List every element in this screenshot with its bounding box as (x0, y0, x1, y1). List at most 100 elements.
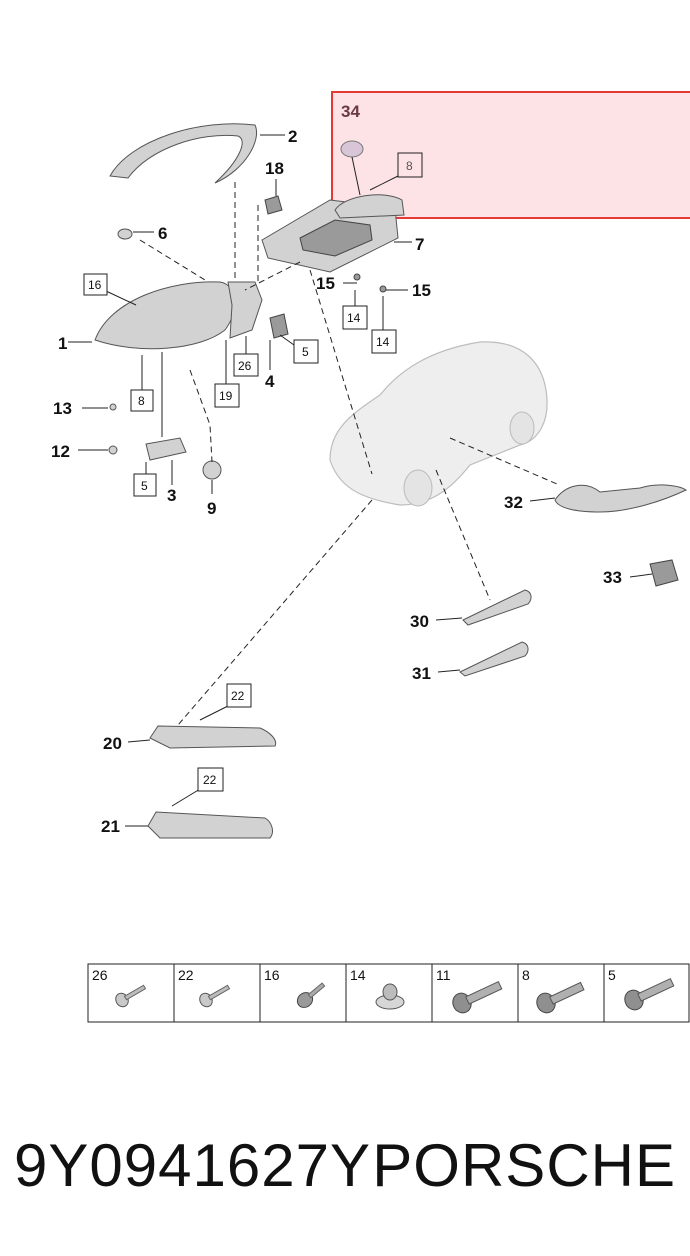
clip-part-13 (109, 403, 117, 411)
bracket-part-4 (269, 313, 289, 339)
screw-icon-16 (296, 982, 326, 1008)
legend-label-14: 14 (350, 967, 366, 983)
plug-part-12 (108, 445, 118, 455)
screw-part-15a (353, 273, 361, 281)
assembly-line (189, 369, 213, 463)
callout-20: 20 (103, 734, 122, 753)
screw-icon-11 (452, 980, 503, 1014)
trim-ring-part (109, 123, 257, 184)
assembly-line (139, 239, 206, 281)
boxed-ref-26: 26 (233, 353, 259, 377)
fog-lamp-part-21 (147, 811, 273, 839)
callout-9: 9 (207, 499, 216, 518)
brand-name: PORSCHE (372, 1131, 676, 1199)
svg-text:8: 8 (406, 159, 413, 173)
leader-line (171, 788, 201, 807)
callout-32: 32 (504, 493, 523, 512)
boxed-ref-5-upper: 5 (293, 339, 319, 364)
leader-line (127, 739, 151, 743)
screw-icon-14 (375, 983, 405, 1010)
headlight-housing-part (227, 281, 263, 339)
assembly-line (177, 499, 373, 726)
control-unit-part-3 (145, 437, 187, 461)
boxed-ref-8-module: 8 (397, 152, 423, 178)
callout-2: 2 (288, 127, 297, 146)
callout-12: 12 (51, 442, 70, 461)
leader-line (437, 669, 461, 673)
legend-label-22: 22 (178, 967, 194, 983)
cap-part-34 (340, 140, 364, 158)
reflector-part-31 (459, 641, 529, 677)
boxed-ref-22-lower: 22 (197, 767, 224, 792)
screw-part-15b (379, 285, 387, 293)
boxed-ref-16: 16 (83, 273, 108, 296)
callout-21: 21 (101, 817, 120, 836)
part-number: 9Y0941627Y (14, 1131, 371, 1199)
callout-1: 1 (58, 334, 67, 353)
headlight-lens-part (94, 281, 236, 350)
callout-13: 13 (53, 399, 72, 418)
screw-legend: 26 22 16 14 11 8 5 (87, 963, 690, 1023)
legend-label-16: 16 (264, 967, 280, 983)
callout-3: 3 (167, 486, 176, 505)
assembly-line (309, 269, 373, 475)
leader-line (629, 573, 653, 578)
callout-7: 7 (415, 235, 424, 254)
assembly-line (435, 469, 491, 601)
reflector-part-30 (462, 589, 532, 626)
module-part-8 (334, 194, 405, 219)
callout-34: 34 (341, 102, 360, 121)
svg-text:26: 26 (238, 359, 252, 373)
svg-text:5: 5 (302, 345, 309, 359)
assembly-line (244, 261, 301, 291)
leader-line (351, 156, 361, 196)
callout-33: 33 (603, 568, 622, 587)
leader-line (199, 704, 231, 721)
svg-text:14: 14 (376, 335, 390, 349)
callout-15b: 15 (412, 281, 431, 300)
boxed-ref-14-left: 14 (342, 305, 368, 330)
callout-15a: 15 (316, 274, 335, 293)
housing-frame-inner (299, 219, 373, 257)
legend-label-8: 8 (522, 967, 530, 983)
footer-caption: 9Y0941627Y PORSCHE (0, 1120, 690, 1210)
callout-6: 6 (158, 224, 167, 243)
vehicle-illustration (329, 341, 548, 506)
svg-text:19: 19 (219, 389, 233, 403)
svg-text:22: 22 (231, 689, 245, 703)
callout-4: 4 (265, 372, 275, 391)
svg-text:22: 22 (203, 773, 217, 787)
connector-part-18 (264, 195, 283, 215)
nut-part-9 (202, 460, 222, 480)
boxed-ref-14-right: 14 (371, 329, 397, 354)
boxed-ref-5-lower: 5 (133, 473, 157, 497)
svg-text:16: 16 (88, 278, 102, 292)
boxed-ref-19: 19 (214, 383, 240, 408)
legend-label-11: 11 (436, 967, 451, 983)
screw-icon-5 (624, 977, 675, 1011)
callout-31: 31 (412, 664, 431, 683)
screw-icon-22 (199, 984, 231, 1008)
connector-part-33 (649, 559, 679, 587)
leader-line (369, 175, 399, 191)
svg-text:14: 14 (347, 311, 361, 325)
vehicle-wheel-front (403, 469, 433, 507)
leader-line (105, 290, 137, 306)
svg-text:8: 8 (138, 394, 145, 408)
callout-18: 18 (265, 159, 284, 178)
callout-30: 30 (410, 612, 429, 631)
boxed-ref-8: 8 (130, 389, 154, 412)
screw-icon-8 (536, 981, 585, 1014)
leader-line (529, 497, 556, 502)
svg-text:5: 5 (141, 479, 148, 493)
grommet-part-6 (117, 228, 133, 240)
legend-label-5: 5 (608, 967, 616, 983)
fog-lamp-part-20 (149, 725, 277, 749)
leader-line (435, 617, 463, 621)
boxed-ref-22-upper: 22 (226, 683, 252, 708)
leader-line (279, 334, 295, 346)
vehicle-wheel-rear (509, 411, 535, 445)
side-marker-part-32 (554, 484, 688, 513)
screw-icon-26 (115, 984, 147, 1008)
